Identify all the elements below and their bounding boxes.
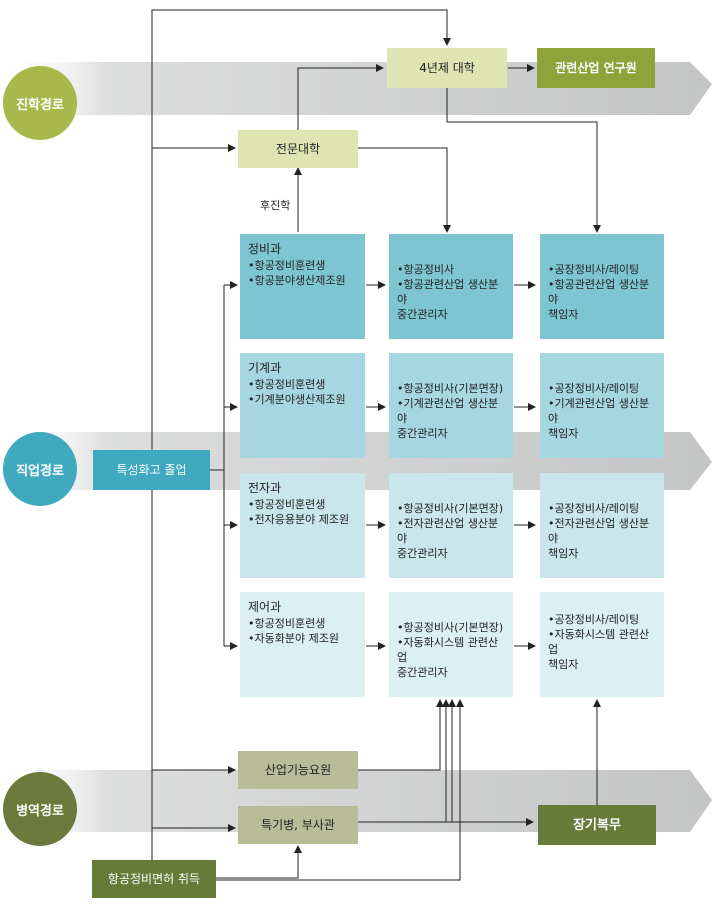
career-line: •공장정비사/레이팅: [548, 263, 640, 276]
career-line: •전자관련산업 생산분야: [548, 517, 650, 545]
senior-career-box: •공장정비사/레이팅 •전자관련산업 생산분야 책임자: [540, 473, 664, 578]
major-item: •전자응용분야 제조원: [248, 513, 350, 526]
senior-career-box: •공장정비사/레이팅 •자동화시스템 관련산업 책임자: [540, 592, 664, 697]
university-box: 4년제 대학: [387, 48, 507, 88]
further-study-label: 후진학: [260, 199, 291, 212]
career-line: •기계관련산업 생산분야: [548, 397, 650, 425]
major-title: 전자과: [248, 481, 282, 495]
major-box: 정비과 •항공정비훈련생 •항공분야생산제조원: [240, 234, 365, 339]
major-item: •항공정비훈련생: [248, 617, 326, 630]
major-item: •기계분야생산제조원: [248, 393, 346, 406]
major-item: •항공정비훈련생: [248, 259, 326, 272]
career-line: 책임자: [548, 308, 579, 321]
license-box: 항공정비면허 취득: [92, 860, 216, 898]
career-line: •항공정비사: [397, 263, 455, 276]
career-line: •공장정비사/레이팅: [548, 613, 640, 626]
career-line: 중간관리자: [397, 547, 448, 560]
major-box: 기계과 •항공정비훈련생 •기계분야생산제조원: [240, 353, 365, 458]
career-line: •항공정비사(기본면장): [397, 502, 504, 515]
career-line: •자동화시스템 관련산업: [548, 628, 650, 656]
mid-career-box: •항공정비사(기본면장) •자동화시스템 관련산업 중간관리자: [389, 592, 513, 697]
graduation-box: 특성화고 졸업: [93, 450, 210, 490]
industrial-agent-box: 산업기능요원: [238, 751, 358, 789]
career-line: •항공관련산업 생산분야: [397, 278, 499, 306]
mid-career-box: •항공정비사 •항공관련산업 생산분야 중간관리자: [389, 234, 513, 339]
senior-career-box: •공장정비사/레이팅 •기계관련산업 생산분야 책임자: [540, 353, 664, 458]
career-line: 책임자: [548, 547, 579, 560]
career-line: •공장정비사/레이팅: [548, 502, 640, 515]
career-line: 책임자: [548, 658, 579, 671]
major-item: •항공정비훈련생: [248, 498, 326, 511]
major-box: 전자과 •항공정비훈련생 •전자응용분야 제조원: [240, 473, 365, 578]
advancement-path-circle: 진학경로: [3, 66, 77, 140]
career-line: •공장정비사/레이팅: [548, 382, 640, 395]
mid-career-box: •항공정비사(기본면장) •기계관련산업 생산분야 중간관리자: [389, 353, 513, 458]
career-line: •기계관련산업 생산분야: [397, 397, 499, 425]
major-item: •항공분야생산제조원: [248, 274, 346, 287]
college-box: 전문대학: [238, 130, 358, 168]
senior-career-box: •공장정비사/레이팅 •항공관련산업 생산분야 책임자: [540, 234, 664, 339]
major-title: 기계과: [248, 361, 282, 375]
career-line: 중간관리자: [397, 308, 448, 321]
major-title: 정비과: [248, 242, 282, 256]
major-item: •자동화분야 제조원: [248, 632, 339, 645]
career-line: •항공정비사(기본면장): [397, 621, 504, 634]
military-path-circle: 병역경로: [3, 772, 77, 846]
major-item: •항공정비훈련생: [248, 378, 326, 391]
career-line: •자동화시스템 관련산업: [397, 636, 499, 664]
career-line: 책임자: [548, 427, 579, 440]
mid-career-box: •항공정비사(기본면장) •전자관련산업 생산분야 중간관리자: [389, 473, 513, 578]
long-term-service-box: 장기복무: [538, 805, 656, 845]
career-line: 중간관리자: [397, 427, 448, 440]
research-box: 관련산업 연구원: [537, 48, 655, 88]
career-line: •항공정비사(기본면장): [397, 382, 504, 395]
career-line: •항공관련산업 생산분야: [548, 278, 650, 306]
employment-path-circle: 직업경로: [3, 432, 77, 506]
major-title: 제어과: [248, 600, 282, 614]
major-box: 제어과 •항공정비훈련생 •자동화분야 제조원: [240, 592, 365, 697]
career-line: 중간관리자: [397, 666, 448, 679]
special-soldier-box: 특기병, 부사관: [238, 806, 358, 844]
career-line: •전자관련산업 생산분야: [397, 517, 499, 545]
